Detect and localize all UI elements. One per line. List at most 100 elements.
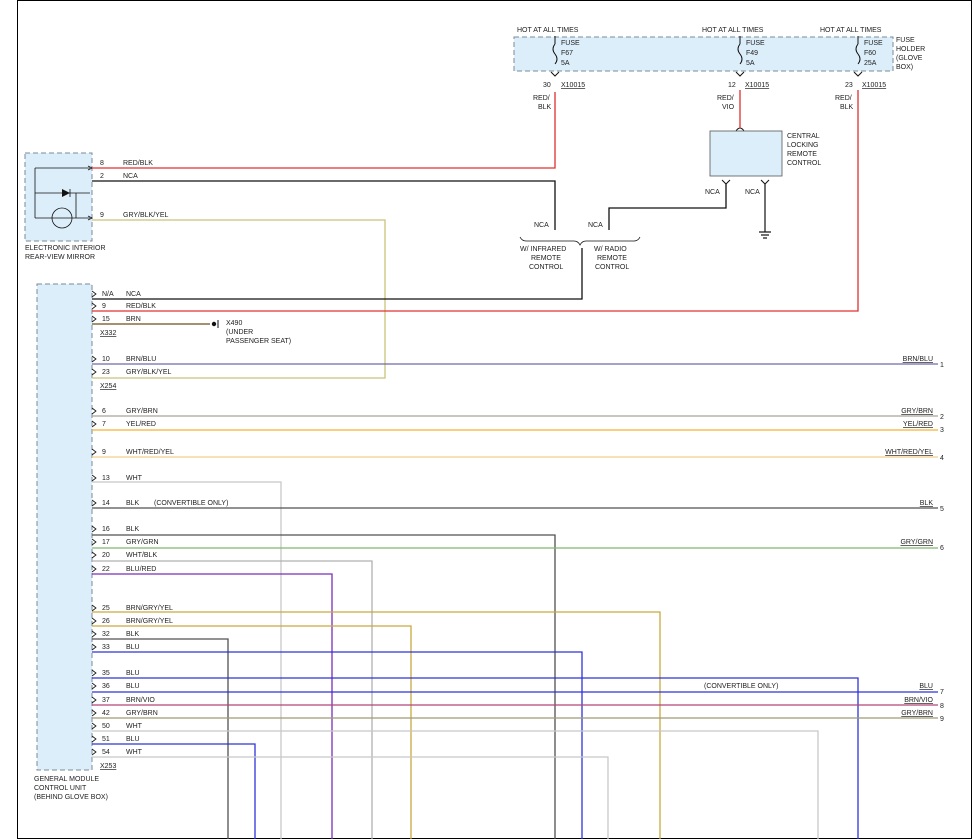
gm-label-3: (BEHIND GLOVE BOX) (34, 794, 108, 801)
fuse-f49-rating: 5A (746, 60, 755, 67)
remote-option-brace (519, 236, 641, 246)
gm-pin-terminal (91, 407, 97, 415)
radio-label-2: REMOTE (597, 255, 627, 262)
gm-pin-20: 20 (102, 552, 110, 559)
mirror-wire-gry-blk-yel: GRY/BLK/YEL (123, 212, 169, 219)
fuse-holder-label-3: (GLOVE (896, 55, 923, 62)
gm-wire-label-blu: BLU (126, 644, 140, 651)
gm-pin-26: 26 (102, 618, 110, 625)
wire-nca-central-to-radio (608, 184, 727, 230)
fuse-holder-label-1: FUSE (896, 37, 915, 44)
right-wire-label-9: GRY/BRN (901, 710, 933, 717)
fuse-f60-title: FUSE (864, 40, 883, 47)
gm-pin-9: 9 (102, 303, 106, 310)
fuse-holder-label-2: HOLDER (896, 46, 925, 53)
gm-pin-22: 22 (102, 566, 110, 573)
gm-wire-label-blk: BLK (126, 631, 140, 638)
mirror-label-2: REAR-VIEW MIRROR (25, 254, 95, 261)
gm-wire-label-blu: BLU (126, 736, 140, 743)
gm-wire-label-blk: BLK (126, 500, 140, 507)
general-module-control-unit: GENERAL MODULE CONTROL UNIT (BEHIND GLOV… (34, 283, 116, 801)
gm-pin-25: 25 (102, 605, 110, 612)
fuse-f60-rating: 25A (864, 60, 877, 67)
wires (92, 90, 938, 839)
gm-pin-terminal (91, 696, 97, 704)
fuse-holder: FUSE HOLDER (GLOVE BOX) HOT AT ALL TIMES… (513, 27, 925, 111)
gm-wire-label-nca: NCA (126, 291, 141, 298)
gm-box (36, 283, 93, 771)
fuse-f67-wire-1: RED/ (533, 95, 550, 102)
gm-wire-label-brn-gry-yel: BRN/GRY/YEL (126, 618, 173, 625)
fuse-f67-hot-label: HOT AT ALL TIMES (517, 27, 579, 34)
fuse-f60-symbol (855, 43, 861, 65)
right-wire-label-8: BRN/VIO (904, 697, 933, 704)
gm-pin-16: 16 (102, 526, 110, 533)
fuse-f49-title: FUSE (746, 40, 765, 47)
gm-pin-50: 50 (102, 723, 110, 730)
gm-pin-32: 32 (102, 631, 110, 638)
wire-gm-pin-22 (92, 573, 333, 839)
mirror-pin-8: 8 (100, 160, 104, 167)
fuse-f60-connector: X10015 (862, 82, 886, 89)
gm-wire-label-brn: BRN (126, 316, 141, 323)
gm-wire-label-brn-gry-yel: BRN/GRY/YEL (126, 605, 173, 612)
gm-wire-label-wht-red-yel: WHT/RED/YEL (126, 449, 174, 456)
gm-pin-terminal (91, 525, 97, 533)
fuse-f49-connector: X10015 (745, 82, 769, 89)
central-locking-box (709, 130, 783, 177)
right-ref-number-6: 6 (940, 545, 944, 552)
gm-pin-terminal (91, 669, 97, 677)
fuse-f67-rating: 5A (561, 60, 570, 67)
gm-wire-label-blu: BLU (126, 670, 140, 677)
gm-pin-14: 14 (102, 500, 110, 507)
gm-pin-15: 15 (102, 316, 110, 323)
gm-pin-terminal (91, 499, 97, 507)
central-locking-pin-nca-2: NCA (745, 189, 760, 196)
right-ref-number-8: 8 (940, 703, 944, 710)
radio-label-1: W/ RADIO (594, 246, 627, 253)
gm-pin-terminal (91, 448, 97, 456)
right-ref-number-5: 5 (940, 506, 944, 513)
wire-gm-pin-16 (92, 534, 556, 839)
fuse-holder-box (513, 36, 894, 72)
wire-gm-pin-20 (92, 560, 373, 839)
gm-wire-label-yel-red: YEL/RED (126, 421, 156, 428)
fuse-f60-pin: 23 (845, 82, 853, 89)
central-locking-label-2: LOCKING (787, 142, 819, 149)
gm-wire-label-gry-grn: GRY/GRN (126, 539, 159, 546)
mirror-label-1: ELECTRONIC INTERIOR (25, 245, 106, 252)
central-locking-label-1: CENTRAL (787, 133, 820, 140)
gm-pin-23: 23 (102, 369, 110, 376)
fuse-f49-hot-label: HOT AT ALL TIMES (702, 27, 764, 34)
gm-pin-7: 7 (102, 421, 106, 428)
mirror-wire-red-blk: RED/BLK (123, 160, 153, 167)
gm-pin-9: 9 (102, 449, 106, 456)
central-locking-label-4: CONTROL (787, 160, 821, 167)
gm-pin-terminal (91, 315, 97, 323)
gm-pin-33: 33 (102, 644, 110, 651)
central-locking-pin-nca-1: NCA (705, 189, 720, 196)
infrared-label-3: CONTROL (529, 264, 563, 271)
connector-x332: X332 (100, 330, 116, 337)
fuse-f49-pin: 12 (728, 82, 736, 89)
wire-nca-gm (92, 248, 583, 300)
gm-pin-terminal (91, 355, 97, 363)
fuse-f60-id: F60 (864, 50, 876, 57)
fuse-f60: HOT AT ALL TIMES FUSE F60 25A 23 X10015 … (820, 27, 886, 111)
gm-pin-terminal (91, 551, 97, 559)
right-ref-number-2: 2 (940, 414, 944, 421)
electronic-interior-rear-view-mirror: 8 RED/BLK 2 NCA 9 GRY/BLK/YEL ELECTRONIC… (24, 152, 169, 261)
mirror-pin-2: 2 (100, 173, 104, 180)
wire-gm-pin-33 (92, 651, 583, 839)
radio-nca-label: NCA (588, 222, 603, 229)
fuse-f49-symbol (737, 43, 743, 65)
fuse-f49-id: F49 (746, 50, 758, 57)
radio-label-3: CONTROL (595, 264, 629, 271)
right-wire-label-2: GRY/BRN (901, 408, 933, 415)
fuse-f67-symbol (552, 43, 558, 65)
ground-x490-label-2: (UNDER (226, 329, 253, 336)
gm-pin-terminal (91, 748, 97, 756)
gm-pin-terminal (91, 682, 97, 690)
mirror-pin-9: 9 (100, 212, 104, 219)
